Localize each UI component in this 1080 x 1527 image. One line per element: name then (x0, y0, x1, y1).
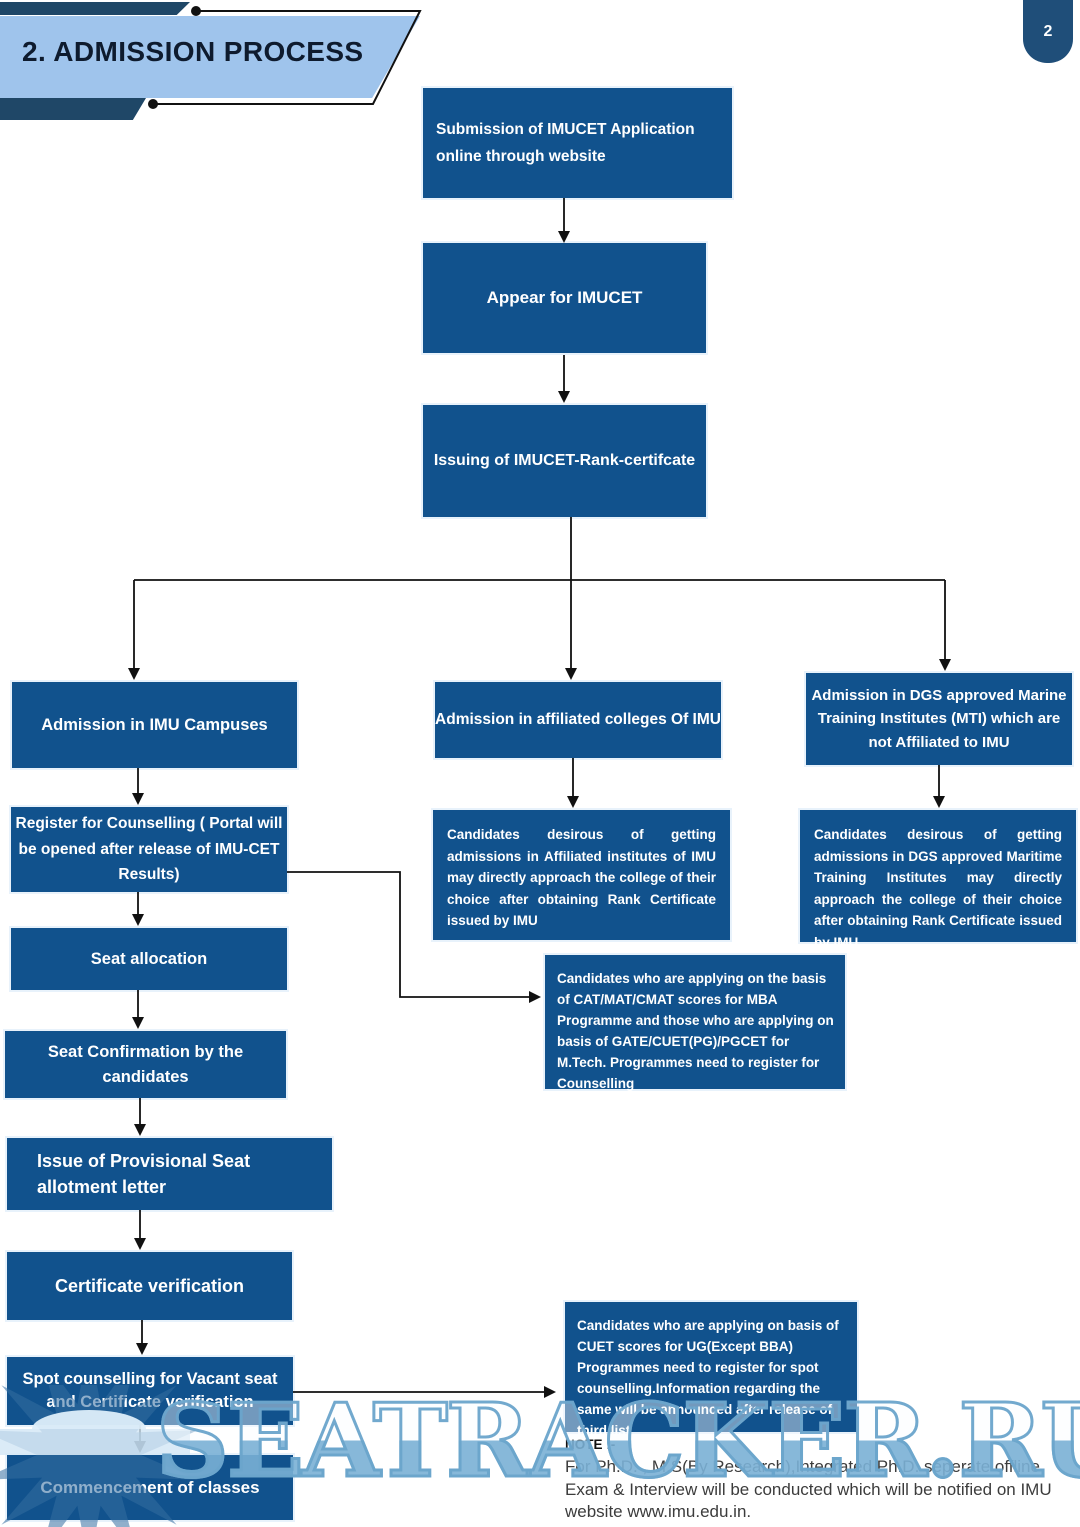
flow-box-provisional-allotment-label: Issue of Provisional Seat allotment lett… (37, 1150, 251, 1197)
flow-box-dgs-note: Candidates desirous of getting admission… (800, 810, 1076, 950)
page-title: 2. ADMISSION PROCESS (22, 36, 364, 67)
flow-box-affiliated-colleges-label: Admission in affiliated colleges Of IMU (435, 711, 721, 729)
flow-box-submission: Submission of IMUCET Application online … (423, 88, 732, 198)
flow-box-issuing-label: Issuing of IMUCET-Rank-certifcate (433, 452, 696, 469)
flow-box-imu-campuses-label: Admission in IMU Campuses (41, 715, 268, 734)
flow-box-provisional-allotment: Issue of Provisional Seat allotment lett… (7, 1138, 332, 1210)
flow-box-register-counselling: Register for Counselling ( Portal will b… (11, 807, 287, 892)
flow-box-seat-confirmation-label: Seat Confirmation by the candidates (47, 1042, 244, 1086)
flow-box-spot-counselling-label: Spot counselling for Vacant seat and Cer… (22, 1369, 278, 1411)
flow-box-commencement-label: Commencement of classes (40, 1477, 260, 1497)
header-top-bar (0, 2, 190, 15)
flow-box-commencement: Commencement of classes (7, 1455, 293, 1520)
flow-box-cat-mat-cmat-note-label: Candidates who are applying on the basis… (557, 971, 834, 1091)
flow-box-seat-confirmation: Seat Confirmation by the candidates (5, 1031, 286, 1098)
flow-box-cat-mat-cmat-note: Candidates who are applying on the basis… (545, 955, 845, 1091)
flow-box-certificate-verification: Certificate verification (7, 1252, 292, 1320)
sun-horizon-band (0, 1429, 190, 1455)
flow-box-certificate-verification-label: Certificate verification (54, 1275, 245, 1296)
flow-box-appear: Appear for IMUCET (423, 243, 706, 353)
note-text: For Ph.D. , M.S(By Research),Integrated … (565, 1457, 1052, 1522)
flow-box-register-counselling-label: Register for Counselling ( Portal will b… (15, 815, 283, 884)
flow-box-affiliated-colleges: Admission in affiliated colleges Of IMU (435, 682, 721, 758)
flow-box-affiliated-note-label: Candidates desirous of getting admission… (447, 827, 716, 929)
flow-box-issuing: Issuing of IMUCET-Rank-certifcate (423, 405, 706, 517)
flow-box-seat-allocation: Seat allocation (11, 928, 287, 990)
flow-box-cuet-note: Candidates who are applying on basis of … (565, 1302, 857, 1438)
flow-box-submission-label: Submission of IMUCET Application online … (436, 120, 695, 165)
page-number-tab: 2 (1023, 0, 1073, 63)
flow-box-dgs-note-label: Candidates desirous of getting admission… (814, 827, 1062, 950)
flow-box-imu-campuses: Admission in IMU Campuses (12, 682, 297, 768)
note-label: NOTE :- (565, 1437, 616, 1452)
flow-box-cuet-note-label: Candidates who are applying on basis of … (577, 1318, 839, 1438)
page-number: 2 (1043, 22, 1053, 40)
header-bottom-bar (0, 98, 146, 120)
flow-box-appear-label: Appear for IMUCET (486, 288, 643, 307)
flow-box-affiliated-note: Candidates desirous of getting admission… (433, 810, 730, 940)
flow-box-dgs-mti-label: Admission in DGS approved Marine Trainin… (811, 687, 1067, 751)
flow-box-dgs-mti: Admission in DGS approved Marine Trainin… (806, 673, 1072, 765)
flow-box-spot-counselling: Spot counselling for Vacant seat and Cer… (7, 1357, 293, 1425)
flow-box-seat-allocation-label: Seat allocation (90, 949, 208, 968)
